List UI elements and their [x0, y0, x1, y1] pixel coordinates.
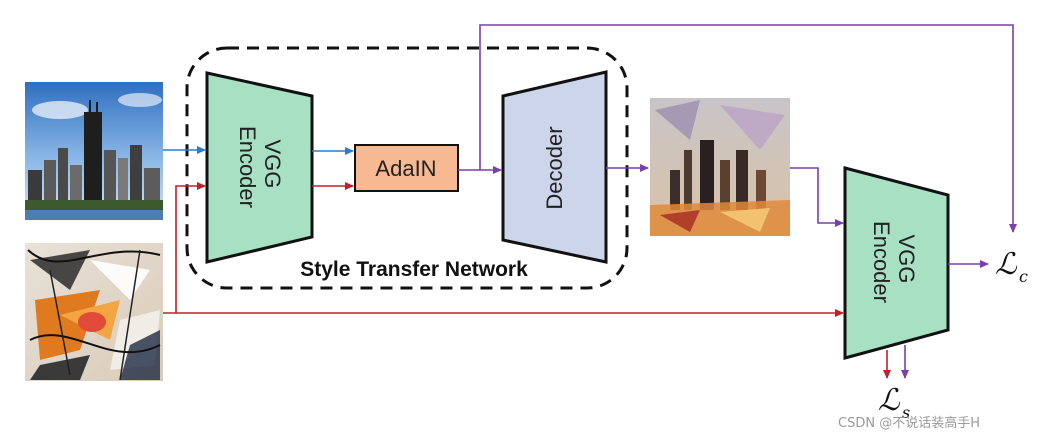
style-loss-subscript: s [902, 403, 910, 422]
decoder [501, 70, 608, 264]
arrow-output-to-right-encoder [790, 167, 844, 227]
content-loss-subscript: c [1019, 267, 1028, 286]
csdn-watermark: CSDN @不说话装高手H [838, 416, 980, 431]
output-image [650, 98, 790, 236]
vgg-encoder-right-line2: Encoder [869, 221, 894, 303]
content-loss-symbol: ℒ [995, 247, 1018, 282]
adain-label: AdaIN [375, 156, 436, 181]
style-loss-symbol: ℒ [878, 383, 901, 418]
vgg-encoder-right-line1: VGG [894, 234, 919, 283]
decoder-label: Decoder [542, 126, 567, 209]
style-image [25, 243, 163, 381]
vgg-encoder-left-line1: VGG [260, 139, 285, 188]
vgg-encoder-left [205, 71, 314, 264]
vgg-encoder-left-line2: Encoder [235, 126, 260, 208]
adain-box [354, 144, 459, 192]
vgg-encoder-right [843, 166, 950, 360]
style-transfer-network-caption: Style Transfer Network [300, 258, 528, 281]
content-image [25, 82, 163, 220]
arrow-style-to-encoder [163, 182, 206, 314]
vgg-encoder-right-label: VGG Encoder [869, 221, 919, 303]
arrow-adain-to-content-loss [479, 24, 1017, 233]
content-loss-label: ℒ c [995, 247, 1028, 286]
vgg-encoder-left-label: VGG Encoder [235, 126, 285, 208]
style-loss-label: ℒ s [878, 383, 910, 422]
